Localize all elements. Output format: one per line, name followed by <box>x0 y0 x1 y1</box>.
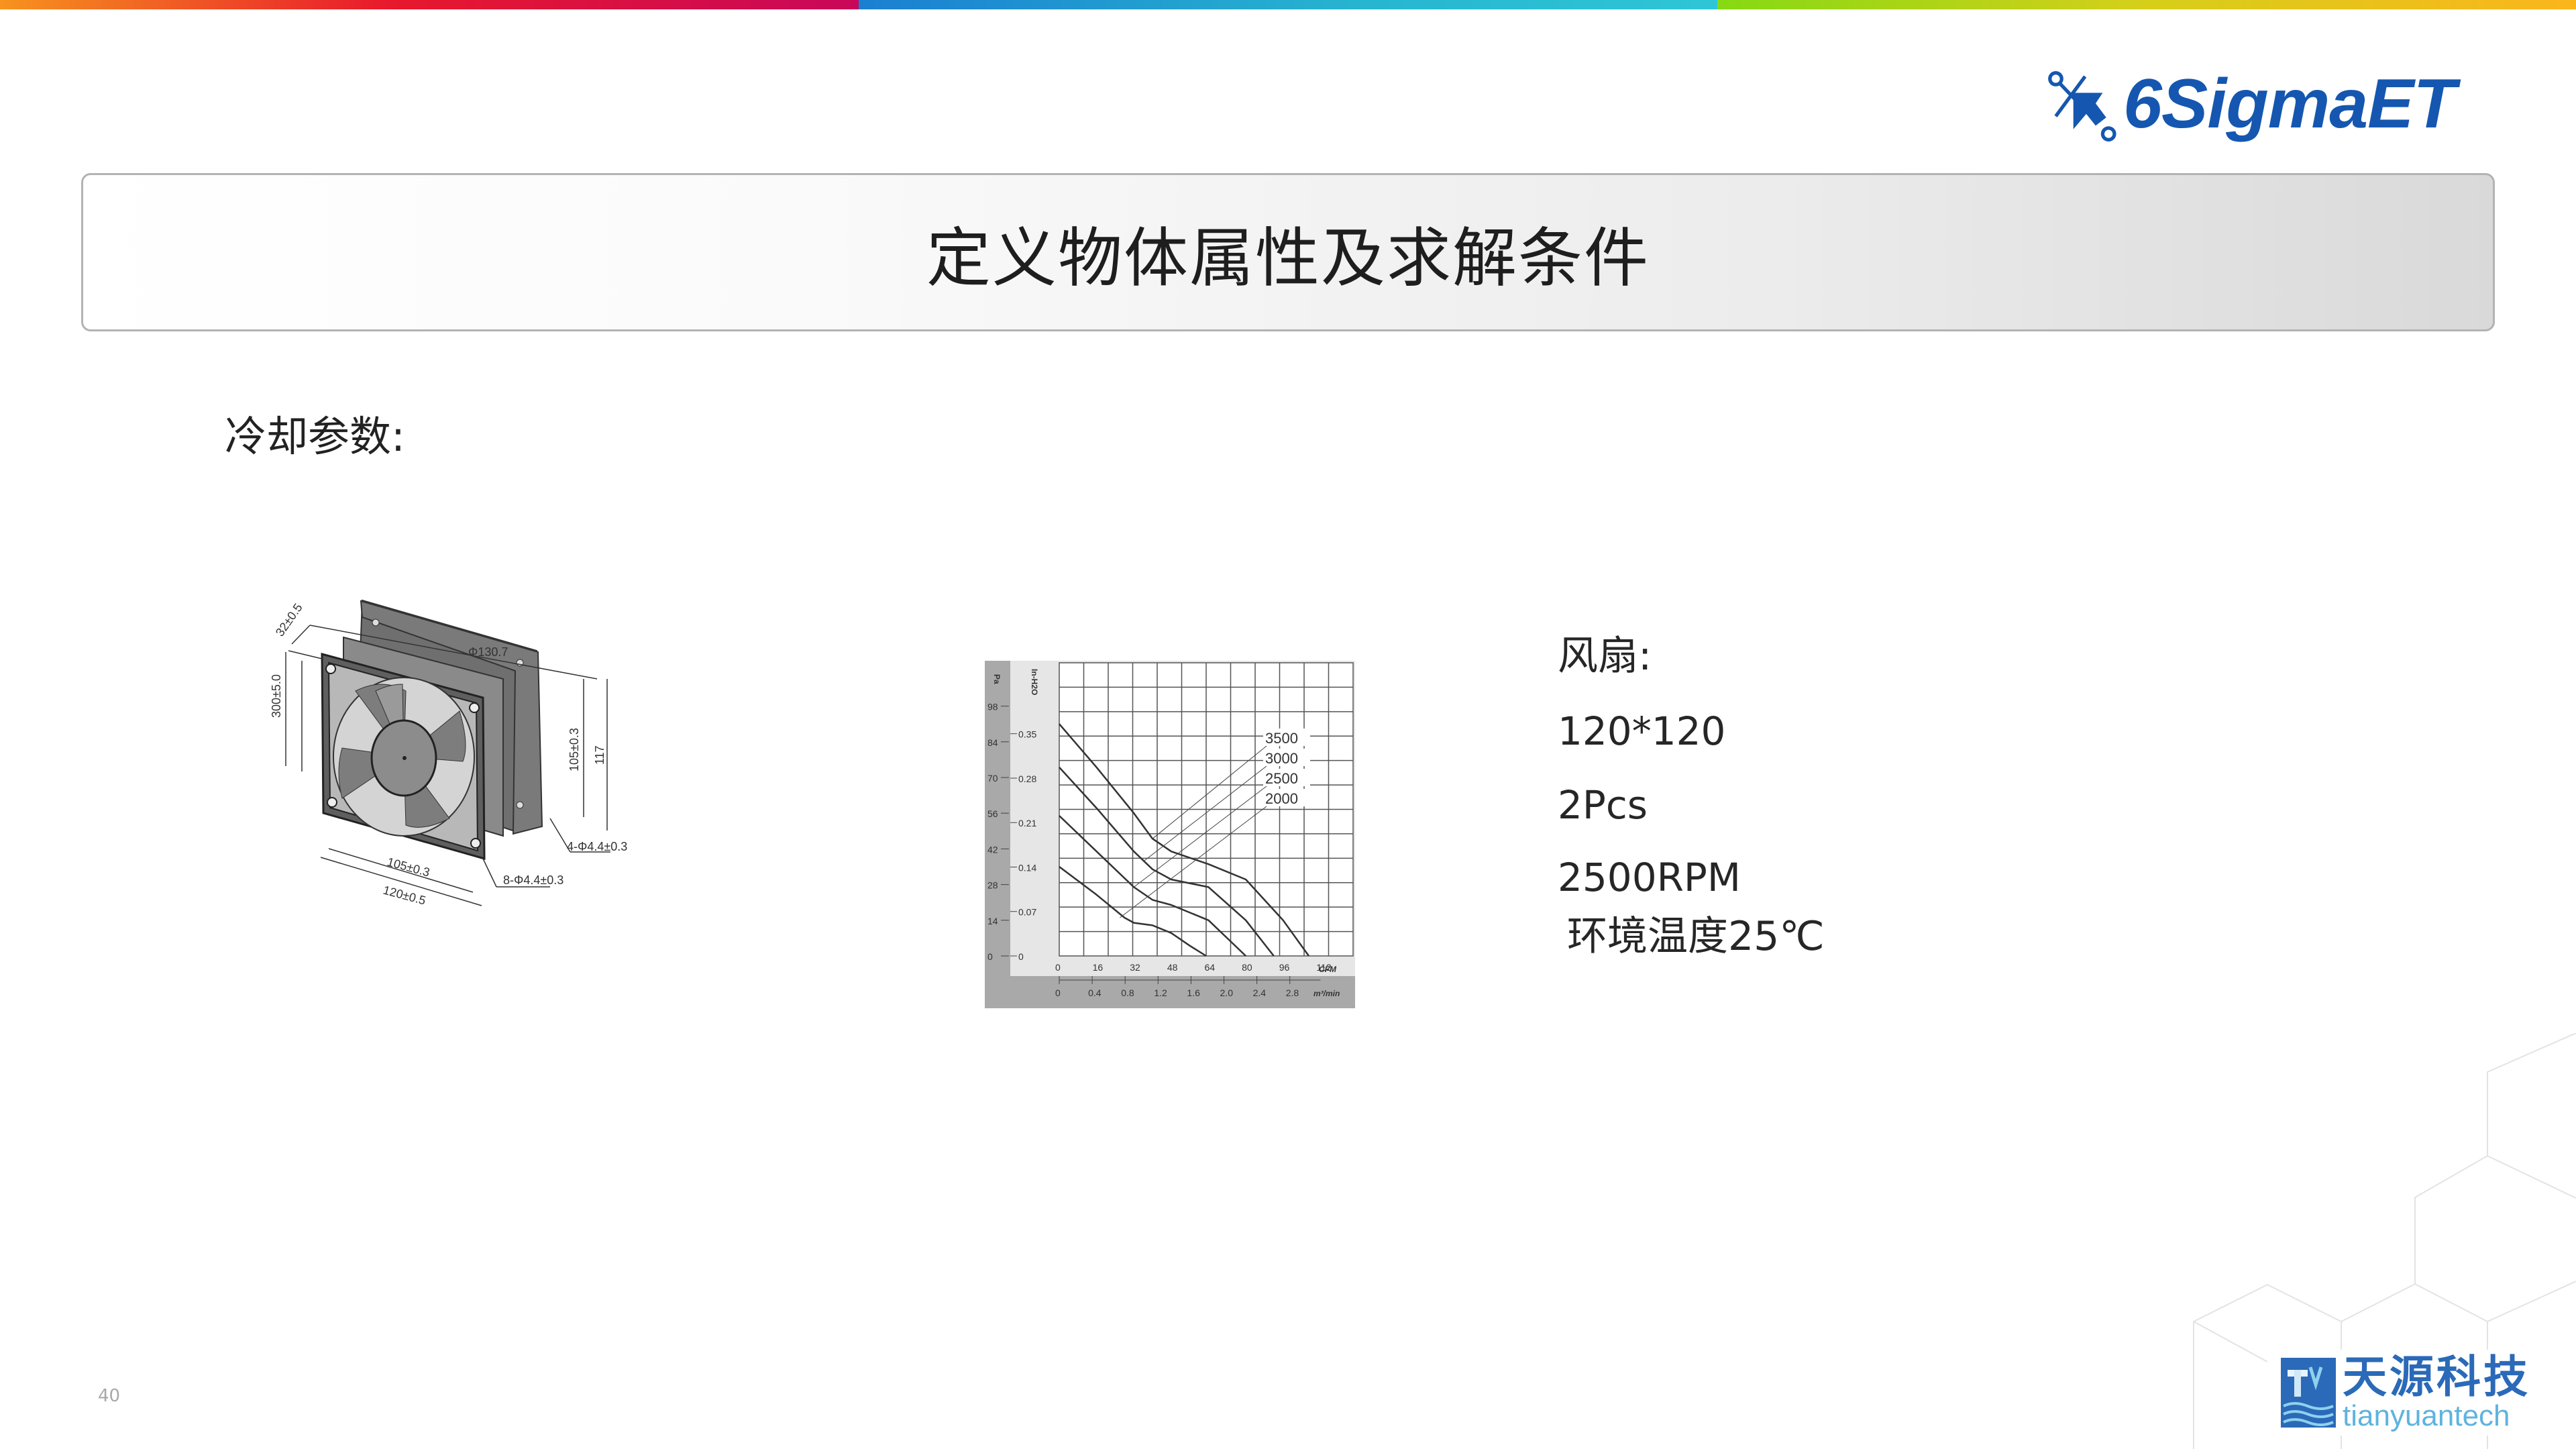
page-number: 40 <box>98 1386 121 1406</box>
svg-text:1.2: 1.2 <box>1154 987 1167 998</box>
partner-logo: 天源科技 tianyuantech <box>2281 1350 2536 1436</box>
svg-text:2.8: 2.8 <box>1286 987 1299 998</box>
svg-text:56: 56 <box>987 808 998 819</box>
dim-frame-holes: 8-Φ4.4±0.3 <box>503 873 564 887</box>
dim-guard-diameter: Φ130.7 <box>468 645 508 659</box>
svg-text:0.28: 0.28 <box>1018 773 1036 784</box>
svg-text:98: 98 <box>987 702 998 712</box>
partner-name-cn: 天源科技 <box>2343 1351 2530 1403</box>
spec-count: 2Pcs <box>1558 782 1648 828</box>
svg-text:0.8: 0.8 <box>1121 987 1134 998</box>
header-stripe-segment-3 <box>1717 0 2576 9</box>
header-stripe-segment-2 <box>859 0 1717 9</box>
curve-2500 <box>1059 815 1246 957</box>
legend-2500: 2500 <box>1265 770 1298 787</box>
curve-2000 <box>1059 866 1207 957</box>
legend-3000: 3000 <box>1265 750 1298 767</box>
svg-text:112: 112 <box>1316 962 1332 973</box>
dim-guard-height: 117 <box>593 745 606 765</box>
header-stripe-segment-1 <box>0 0 859 9</box>
dim-cable: 300±5.0 <box>270 674 283 718</box>
title-banner: 定义物体属性及求解条件 <box>81 173 2495 331</box>
brand-logo-text: 6SigmaET <box>2123 65 2456 143</box>
curve-3500 <box>1059 723 1310 957</box>
fan-dimension-drawing: 32±0.5 300±5.0 Φ130.7 105±0.3 117 4-Φ4.4… <box>270 599 627 908</box>
dim-depth: 32±0.5 <box>273 601 305 639</box>
svg-text:1.6: 1.6 <box>1187 987 1200 998</box>
partner-name-en: tianyuantech <box>2343 1399 2510 1432</box>
legend-2000: 2000 <box>1265 790 1298 807</box>
svg-text:84: 84 <box>987 737 998 748</box>
dim-hole-pitch-h: 105±0.3 <box>386 855 431 879</box>
legend-3500: 3500 <box>1265 730 1298 747</box>
spec-size: 120*120 <box>1558 708 1726 754</box>
svg-text:16: 16 <box>1093 962 1104 973</box>
cursor-network-icon <box>2048 71 2116 142</box>
svg-text:0: 0 <box>1055 962 1061 973</box>
svg-text:0: 0 <box>1018 951 1024 962</box>
svg-text:32: 32 <box>1130 962 1140 973</box>
curve-3000 <box>1059 766 1275 957</box>
svg-text:48: 48 <box>1167 962 1178 973</box>
svg-text:42: 42 <box>987 844 998 855</box>
svg-text:0.14: 0.14 <box>1018 862 1036 873</box>
svg-text:70: 70 <box>987 773 998 784</box>
svg-text:14: 14 <box>987 916 998 926</box>
brand-logo: 6SigmaET <box>2039 59 2456 149</box>
svg-text:CFM: CFM <box>1319 965 1337 974</box>
ty-logo-icon <box>2281 1358 2336 1428</box>
svg-text:28: 28 <box>987 880 998 891</box>
spec-heading: 风扇: <box>1558 633 1652 680</box>
svg-text:0: 0 <box>987 951 993 962</box>
dim-hole-pitch-v: 105±0.3 <box>568 728 581 771</box>
svg-text:m³/min: m³/min <box>1313 989 1340 998</box>
fan-curve-chart: 3500 3000 2500 2000 0 14 28 42 56 70 84 98 Pa 0 0.07 0.… <box>985 661 1355 1008</box>
dim-guard-holes: 4-Φ4.4±0.3 <box>567 840 627 853</box>
svg-text:0.21: 0.21 <box>1018 818 1036 828</box>
svg-text:Pa: Pa <box>992 674 1002 684</box>
svg-text:In-H2O: In-H2O <box>1030 669 1039 695</box>
spec-ambient: 环境温度25℃ <box>1567 913 1825 960</box>
svg-text:0.35: 0.35 <box>1018 729 1036 740</box>
svg-text:2.0: 2.0 <box>1220 987 1234 998</box>
page-title: 定义物体属性及求解条件 <box>926 220 1650 296</box>
svg-text:96: 96 <box>1279 962 1290 973</box>
svg-text:0: 0 <box>1055 987 1061 998</box>
svg-text:0.07: 0.07 <box>1018 907 1036 918</box>
svg-text:2.4: 2.4 <box>1253 987 1267 998</box>
svg-text:0.4: 0.4 <box>1088 987 1102 998</box>
section-label: 冷却参数: <box>225 412 405 461</box>
svg-text:64: 64 <box>1204 962 1215 973</box>
svg-text:80: 80 <box>1242 962 1252 973</box>
spec-speed: 2500RPM <box>1558 855 1741 900</box>
